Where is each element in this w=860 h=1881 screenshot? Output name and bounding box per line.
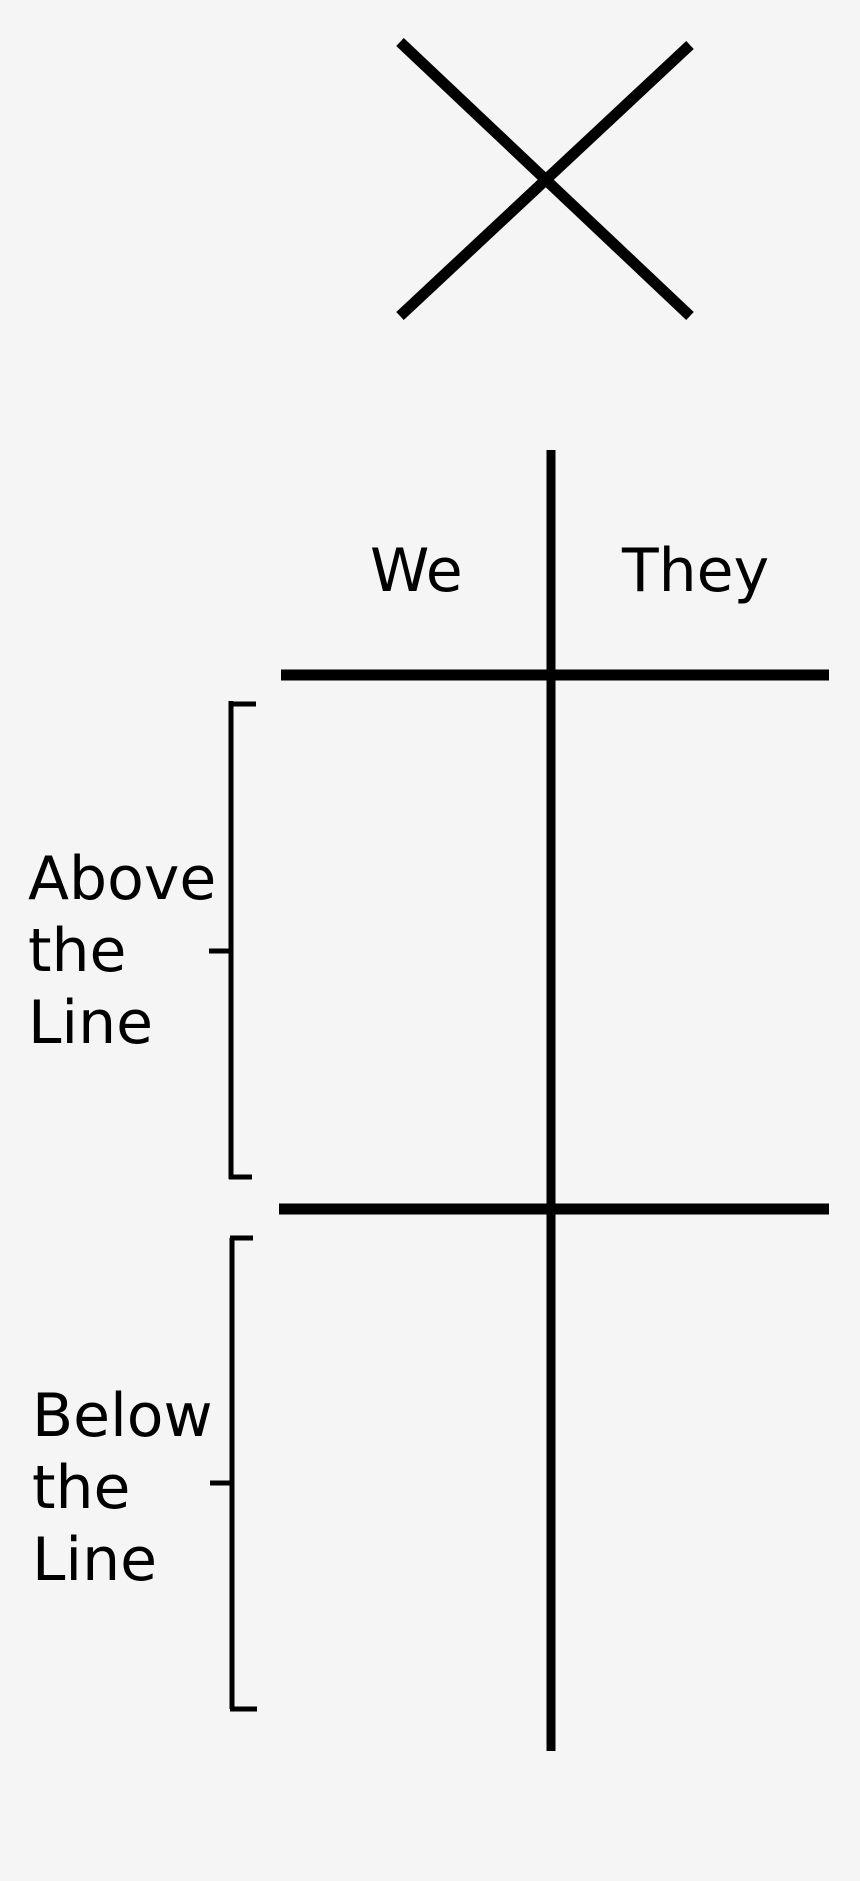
they-column-header: They bbox=[622, 536, 770, 606]
we-column-header: We bbox=[370, 536, 463, 606]
below-the-line-label: Below the Line bbox=[32, 1381, 213, 1595]
below-the-line-bracket bbox=[210, 1235, 257, 1712]
above-the-line-bracket bbox=[209, 701, 256, 1180]
above-the-line-label: Above the Line bbox=[28, 844, 217, 1058]
x-cross-icon bbox=[396, 38, 694, 321]
